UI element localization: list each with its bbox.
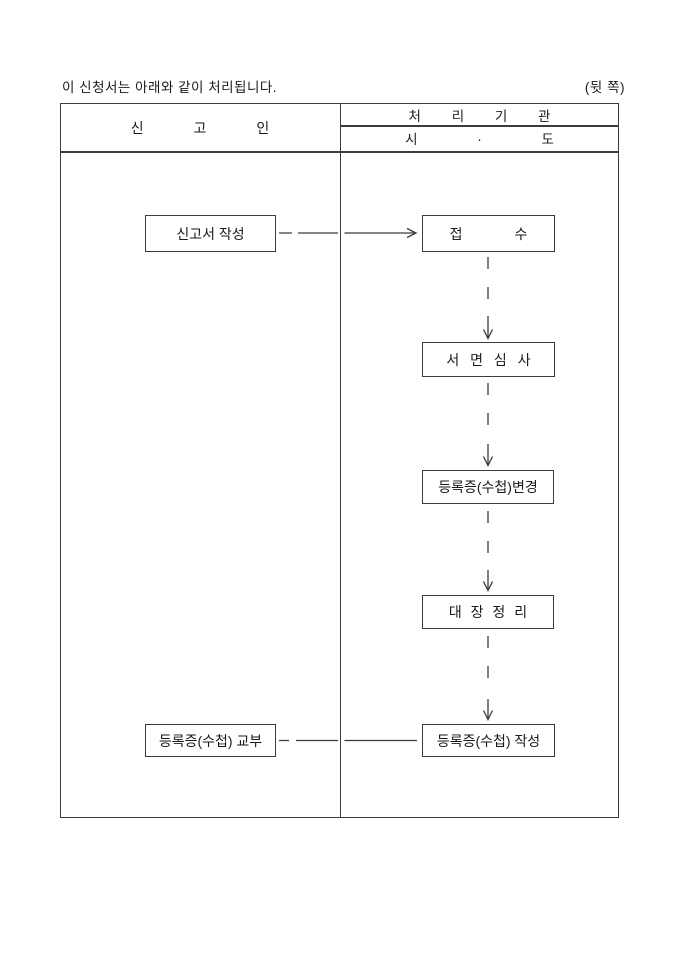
flow-box-cert-prepare: 등록증(수첩) 작성 [422, 724, 555, 757]
flow-box-write-form: 신고서 작성 [145, 215, 276, 252]
header-bottom-border-line [61, 151, 618, 153]
flow-box-cert-change: 등록증(수첩)변경 [422, 470, 554, 504]
flow-box-receipt: 접 수 [422, 215, 555, 252]
flow-box-cert-issue: 등록증(수첩) 교부 [145, 724, 276, 757]
agency-column-subheader: 시 · 도 [405, 132, 554, 147]
page-header-row: 이 신청서는 아래와 같이 처리됩니다. (뒷 쪽) [62, 76, 625, 96]
agency-column-header: 처 리 기 관 [408, 108, 551, 124]
applicant-column-header: 신 고 인 [130, 119, 270, 136]
flow-box-ledger-update: 대 장 정 리 [422, 595, 554, 629]
flow-box-document-review: 서 면 심 사 [422, 342, 555, 377]
process-table: 신 고 인 처 리 기 관 시 · 도 [60, 103, 619, 818]
column-divider-line [339, 104, 342, 817]
agency-subheader-divider-line [339, 125, 618, 127]
intro-text: 이 신청서는 아래와 같이 처리됩니다. [62, 80, 278, 95]
back-side-note: (뒷 쪽) [584, 80, 625, 95]
